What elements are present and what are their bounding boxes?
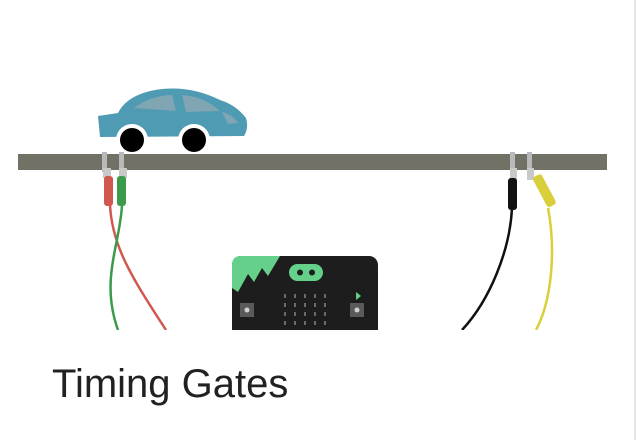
car-window (134, 95, 176, 111)
led (284, 294, 286, 298)
led (304, 312, 306, 316)
car-wheel (120, 128, 144, 152)
clip-red (103, 168, 113, 206)
car-window (222, 112, 238, 124)
led (304, 321, 306, 325)
led (294, 294, 296, 298)
wire-black (461, 207, 514, 330)
led (294, 303, 296, 307)
car-wheel (182, 128, 206, 152)
car-window (182, 95, 220, 112)
board-logo (289, 264, 323, 281)
foil-contact (119, 152, 124, 172)
led (284, 312, 286, 316)
led (324, 294, 326, 298)
led (314, 303, 316, 307)
wire-green (109, 204, 124, 330)
track-bar (18, 154, 607, 170)
led (304, 294, 306, 298)
led (304, 303, 306, 307)
card-title: Timing Gates (52, 362, 289, 406)
foil-contact (510, 152, 515, 172)
led (314, 294, 316, 298)
clip-black (508, 168, 517, 210)
led (314, 312, 316, 316)
clip-yellow (527, 168, 556, 207)
led (324, 303, 326, 307)
led (294, 312, 296, 316)
wire-red (108, 204, 168, 330)
led (324, 312, 326, 316)
car-image (98, 88, 248, 156)
wire-yellow (534, 207, 554, 330)
board-accent (232, 256, 280, 292)
card-edge (634, 0, 636, 440)
led (284, 321, 286, 325)
foil-contact (102, 152, 107, 172)
led (324, 321, 326, 325)
led-matrix (284, 294, 326, 325)
microbit-board (232, 256, 378, 330)
clip-green (117, 168, 127, 206)
led (294, 321, 296, 325)
foil-contact (527, 152, 532, 172)
led (314, 321, 316, 325)
led (284, 303, 286, 307)
timing-gates-illustration[interactable] (0, 0, 636, 330)
